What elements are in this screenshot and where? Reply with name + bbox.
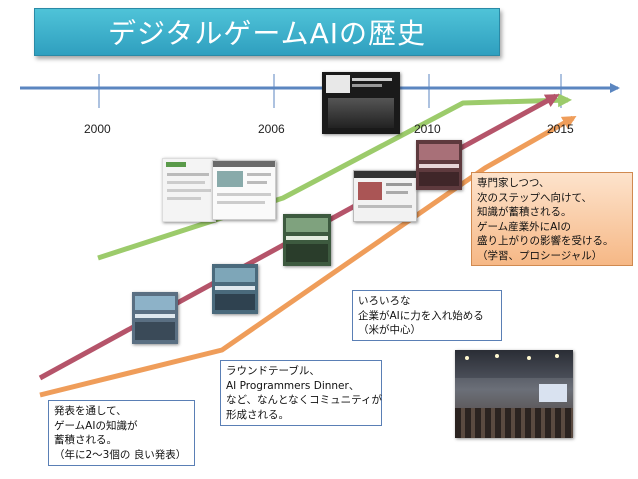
callout-presentations-line-3: 蓄積される。 — [54, 434, 117, 446]
year-label-2000: 2000 — [84, 122, 111, 136]
callout-experts: 専門家しつつ、 次のステップへ向けて、 知識が蓄積される。 ゲーム産業外にAIの… — [471, 172, 633, 266]
orange-trend-arrow — [39, 115, 577, 398]
title-banner: デジタルゲームAIの歴史 — [34, 8, 500, 56]
ai-game-programming-wisdom-2-cover — [212, 264, 258, 314]
green-trend-arrow — [97, 93, 572, 261]
ai-game-programming-wisdom-3-cover — [283, 214, 331, 266]
callout-presentations-line-2: ゲームAIの知識が — [54, 419, 138, 432]
callout-experts-line-2: 次のステップへ向けて、 — [477, 191, 592, 204]
callout-roundtable: ラウンドテーブル、 AI Programmers Dinner、 など、なんとな… — [220, 360, 382, 426]
callout-experts-line-5: 盛り上がりの影響を受ける。 — [477, 235, 614, 247]
callout-presentations-line-4: （年に2～3個の 良い発表） — [54, 448, 187, 461]
ai-game-programming-wisdom-4-cover — [353, 170, 417, 222]
callout-companies-line-2: 企業がAIに力を入れ始める — [358, 309, 484, 322]
callout-companies: いろいろな 企業がAIに力を入れ始める （米が中心） — [352, 290, 502, 341]
callout-roundtable-line-1: ラウンドテーブル、 — [226, 365, 320, 377]
callout-roundtable-line-3: など、なんとなくコミュニティが — [226, 394, 383, 406]
callout-roundtable-line-4: 形成される。 — [226, 408, 289, 421]
game-ai-screenshot-red — [416, 140, 462, 190]
callout-experts-line-4: ゲーム産業外にAIの — [477, 220, 571, 233]
callout-roundtable-line-2: AI Programmers Dinner、 — [226, 379, 360, 392]
aigamedev-website-screenshot — [212, 160, 276, 220]
callout-experts-line-1: 専門家しつつ、 — [477, 177, 550, 189]
website-screenshot-small — [162, 158, 216, 222]
callout-companies-line-3: （米が中心） — [358, 324, 421, 336]
year-label-2010: 2010 — [414, 122, 441, 136]
ai-game-programming-wisdom-1-cover — [132, 292, 178, 344]
year-label-2015: 2015 — [547, 122, 574, 136]
page-title: デジタルゲームAIの歴史 — [107, 17, 426, 50]
callout-presentations: 発表を通して、 ゲームAIの知識が 蓄積される。 （年に2～3個の 良い発表） — [48, 400, 195, 466]
callout-experts-line-6: （学習、プロシージャル） — [477, 249, 603, 262]
game-ai-pro-cover — [322, 72, 400, 134]
callout-experts-line-3: 知識が蓄積される。 — [477, 206, 572, 218]
conference-hall-photo — [455, 350, 573, 438]
year-label-2006: 2006 — [258, 122, 285, 136]
callout-companies-line-1: いろいろな — [358, 295, 411, 307]
callout-presentations-line-1: 発表を通して、 — [54, 405, 127, 417]
